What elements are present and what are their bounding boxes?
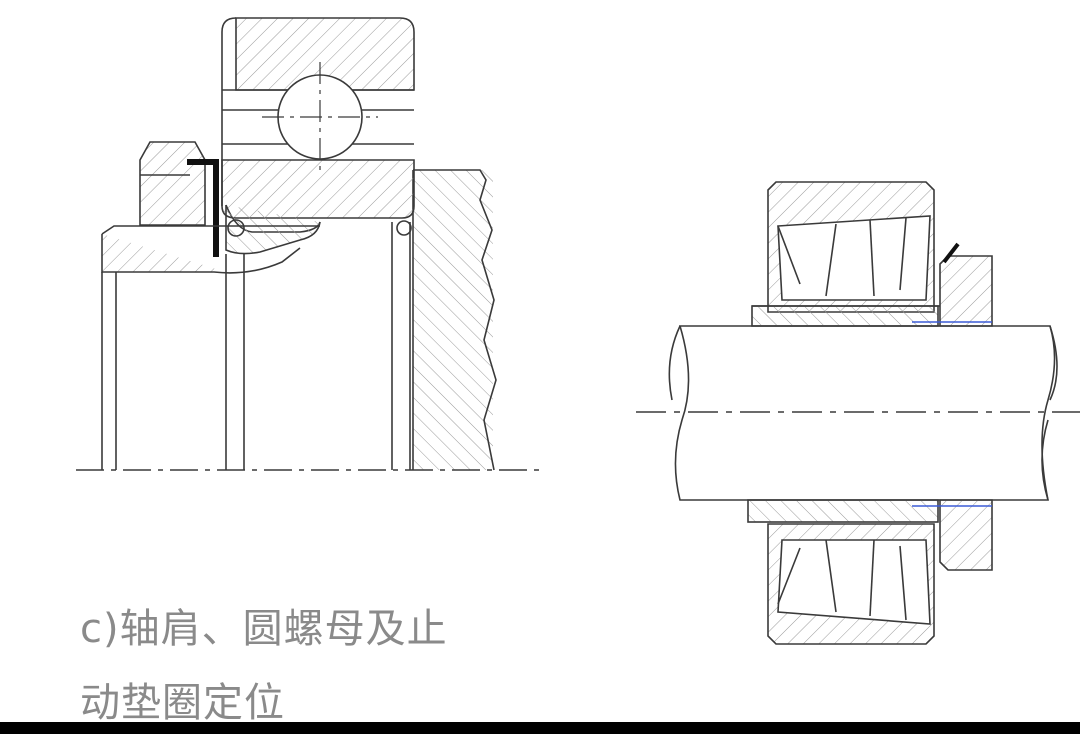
bottom-bar bbox=[0, 722, 1080, 734]
right-round-nut-bottom bbox=[912, 499, 993, 571]
round-nut bbox=[139, 141, 206, 226]
spherical-roller-bearing-bottom bbox=[747, 499, 939, 645]
right-shaft bbox=[668, 325, 1058, 501]
right-figure bbox=[636, 181, 1080, 645]
right-round-nut-top bbox=[912, 242, 993, 327]
angular-contact-bearing bbox=[221, 17, 415, 219]
shaft bbox=[101, 222, 411, 470]
lock-washer bbox=[187, 159, 219, 257]
caption-line-2: 动垫圈定位 bbox=[80, 680, 285, 726]
spacer-sleeve bbox=[225, 204, 412, 255]
spherical-roller-bearing-top bbox=[751, 181, 940, 327]
caption-line-1: c)轴肩、圆螺母及止 bbox=[80, 606, 448, 652]
left-figure bbox=[76, 17, 540, 471]
shaft-shoulder bbox=[412, 169, 497, 471]
